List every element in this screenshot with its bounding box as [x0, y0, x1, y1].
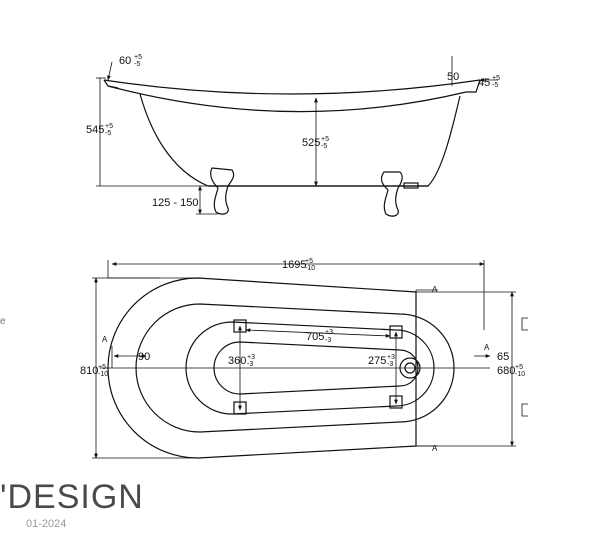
tub-body-outline: [139, 93, 461, 187]
rim-thickness-dim: 50: [447, 71, 459, 83]
section-label-right: A: [484, 343, 490, 352]
rim-right-edge: [466, 79, 481, 93]
svg-text:+5: +5: [305, 258, 313, 265]
right-claw-foot: [380, 171, 403, 217]
left-claw-foot: [210, 167, 235, 215]
feet-spacing-dim: 705: [306, 331, 324, 343]
rim-bottom-curve: [107, 85, 467, 113]
section-label-left: A: [102, 335, 108, 344]
revision-date: 01-2024: [26, 518, 67, 530]
outer-rim: [107, 277, 417, 459]
drain-outlet: [403, 182, 419, 189]
svg-text:-5: -5: [492, 82, 498, 89]
svg-text:+5: +5: [321, 136, 329, 143]
foot-width-left-dim: 360: [228, 355, 246, 367]
inner-depth-dim: 525: [302, 137, 320, 149]
rim-top-curve: [103, 79, 481, 95]
foot-offset-dim: 90: [138, 351, 150, 363]
svg-text:+5: +5: [105, 123, 113, 130]
side-view: [103, 79, 481, 217]
svg-text:+5: +5: [515, 364, 523, 371]
svg-text:-3: -3: [387, 361, 393, 368]
rim-angle-dim: 45: [478, 77, 490, 89]
width-dim: 810: [80, 365, 98, 377]
svg-text:-10: -10: [515, 371, 525, 378]
length-dim: 1695: [282, 259, 306, 271]
svg-text:-10: -10: [305, 265, 315, 272]
svg-text:-5: -5: [105, 130, 111, 137]
svg-text:-10: -10: [98, 371, 108, 378]
svg-text:-3: -3: [325, 337, 331, 344]
foot-width-right-dim: 275: [368, 355, 386, 367]
side-dimension-text: 60 +5 -5 545 +5 -5 525 +5 -5 50 45 +5 -5…: [86, 54, 500, 209]
rim-left-edge: [103, 79, 119, 89]
brand-logo-text: 'DESIGN: [0, 478, 144, 516]
feet-height-dim: 125 - 150: [152, 197, 198, 209]
svg-text:-5: -5: [134, 61, 140, 68]
svg-text:+5: +5: [98, 364, 106, 371]
svg-text:+3: +3: [387, 354, 395, 361]
total-height-dim: 545: [86, 124, 104, 136]
edge-letter: e: [0, 316, 6, 327]
section-label-bottom: A: [432, 444, 438, 453]
right-offset-dim: 65: [497, 351, 509, 363]
svg-text:+3: +3: [325, 329, 333, 336]
section-label-top: A: [432, 285, 438, 294]
svg-text:-5: -5: [321, 143, 327, 150]
svg-text:-3: -3: [247, 361, 253, 368]
top-dimensions: [92, 260, 528, 459]
head-width-dim: 680: [497, 365, 515, 377]
top-dimension-text: 1695 +5 -10 810 +5 -10 680 +5 -10 90 65 …: [80, 258, 525, 453]
side-dimensions: [96, 56, 498, 215]
basin-outer: [185, 321, 435, 415]
rim-inner: [135, 303, 455, 433]
svg-text:+3: +3: [247, 354, 255, 361]
svg-text:+5: +5: [134, 54, 142, 61]
svg-text:+5: +5: [492, 75, 500, 82]
rim-edge-dim: 60: [119, 55, 131, 67]
